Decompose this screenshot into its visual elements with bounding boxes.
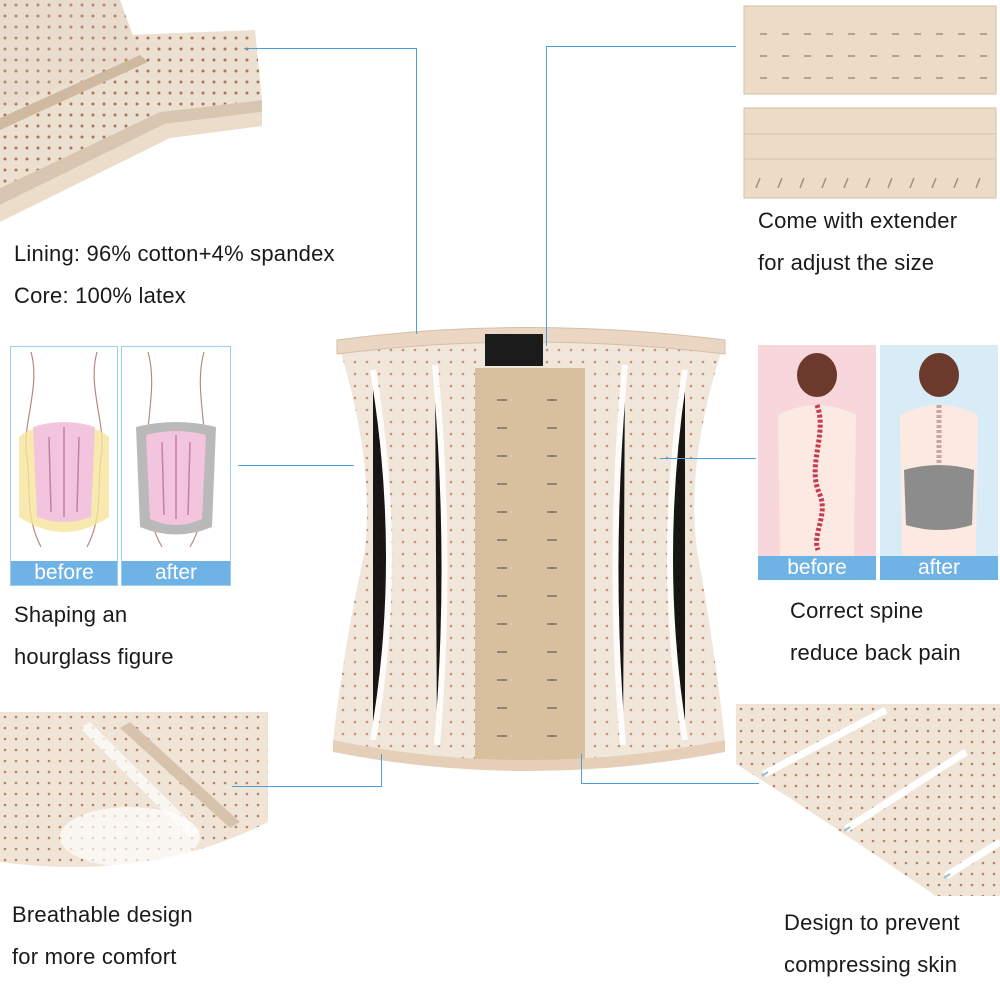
connector-line <box>381 754 382 787</box>
spine-figure-after: after <box>880 345 998 580</box>
spine-line-1: Correct spine <box>790 598 924 623</box>
lining-closeup-image <box>0 0 262 232</box>
spine-figure-before: before <box>758 345 876 580</box>
before-badge: before <box>758 556 876 580</box>
spine-caption: Correct spine reduce back pain <box>790 590 961 674</box>
lining-text: Lining: 96% cotton+4% spandex <box>14 241 335 266</box>
shaping-figure-after: after <box>121 346 231 586</box>
connector-line <box>416 48 417 334</box>
waist-trainer-corset-icon <box>333 327 726 771</box>
connector-line <box>660 458 756 459</box>
body-silhouette-icon <box>136 351 216 548</box>
shaping-figure-before: before <box>10 346 118 586</box>
lining-caption: Lining: 96% cotton+4% spandex Core: 100%… <box>14 233 335 317</box>
spine-figure-icon <box>778 353 856 557</box>
lining-fabric-icon <box>0 0 262 222</box>
shaping-line-2: hourglass figure <box>14 644 174 669</box>
extender-line-1: Come with extender <box>758 208 958 233</box>
extender-line-2: for adjust the size <box>758 250 935 275</box>
hook-extender-icon <box>743 5 997 199</box>
before-badge: before <box>11 561 117 585</box>
prevent-line-2: compressing skin <box>784 952 958 977</box>
extender-caption: Come with extender for adjust the size <box>758 200 957 284</box>
spine-figure-icon <box>900 353 978 557</box>
connector-line <box>581 783 759 784</box>
breathable-line-2: for more comfort <box>12 944 177 969</box>
boning-detail-icon <box>736 704 1000 896</box>
after-badge: after <box>122 561 230 585</box>
prevent-caption: Design to prevent compressing skin <box>784 902 960 986</box>
core-text: Core: 100% latex <box>14 283 186 308</box>
breathable-fabric-icon <box>0 712 268 867</box>
shaping-line-1: Shaping an <box>14 602 128 627</box>
connector-line <box>244 48 416 49</box>
spine-line-2: reduce back pain <box>790 640 961 665</box>
connector-line <box>232 786 382 787</box>
prevent-line-1: Design to prevent <box>784 910 960 935</box>
connector-line <box>581 754 582 784</box>
connector-line <box>238 465 354 466</box>
breathable-line-1: Breathable design <box>12 902 193 927</box>
breathable-caption: Breathable design for more comfort <box>12 894 193 978</box>
connector-line <box>546 46 547 346</box>
prevent-compression-image <box>736 704 1000 896</box>
corset-image <box>325 320 733 776</box>
body-silhouette-icon <box>19 351 109 548</box>
breathable-closeup-image <box>0 712 268 890</box>
after-badge: after <box>880 556 998 580</box>
connector-line <box>546 46 736 47</box>
shaping-caption: Shaping an hourglass figure <box>14 594 174 678</box>
extender-image <box>742 4 998 200</box>
